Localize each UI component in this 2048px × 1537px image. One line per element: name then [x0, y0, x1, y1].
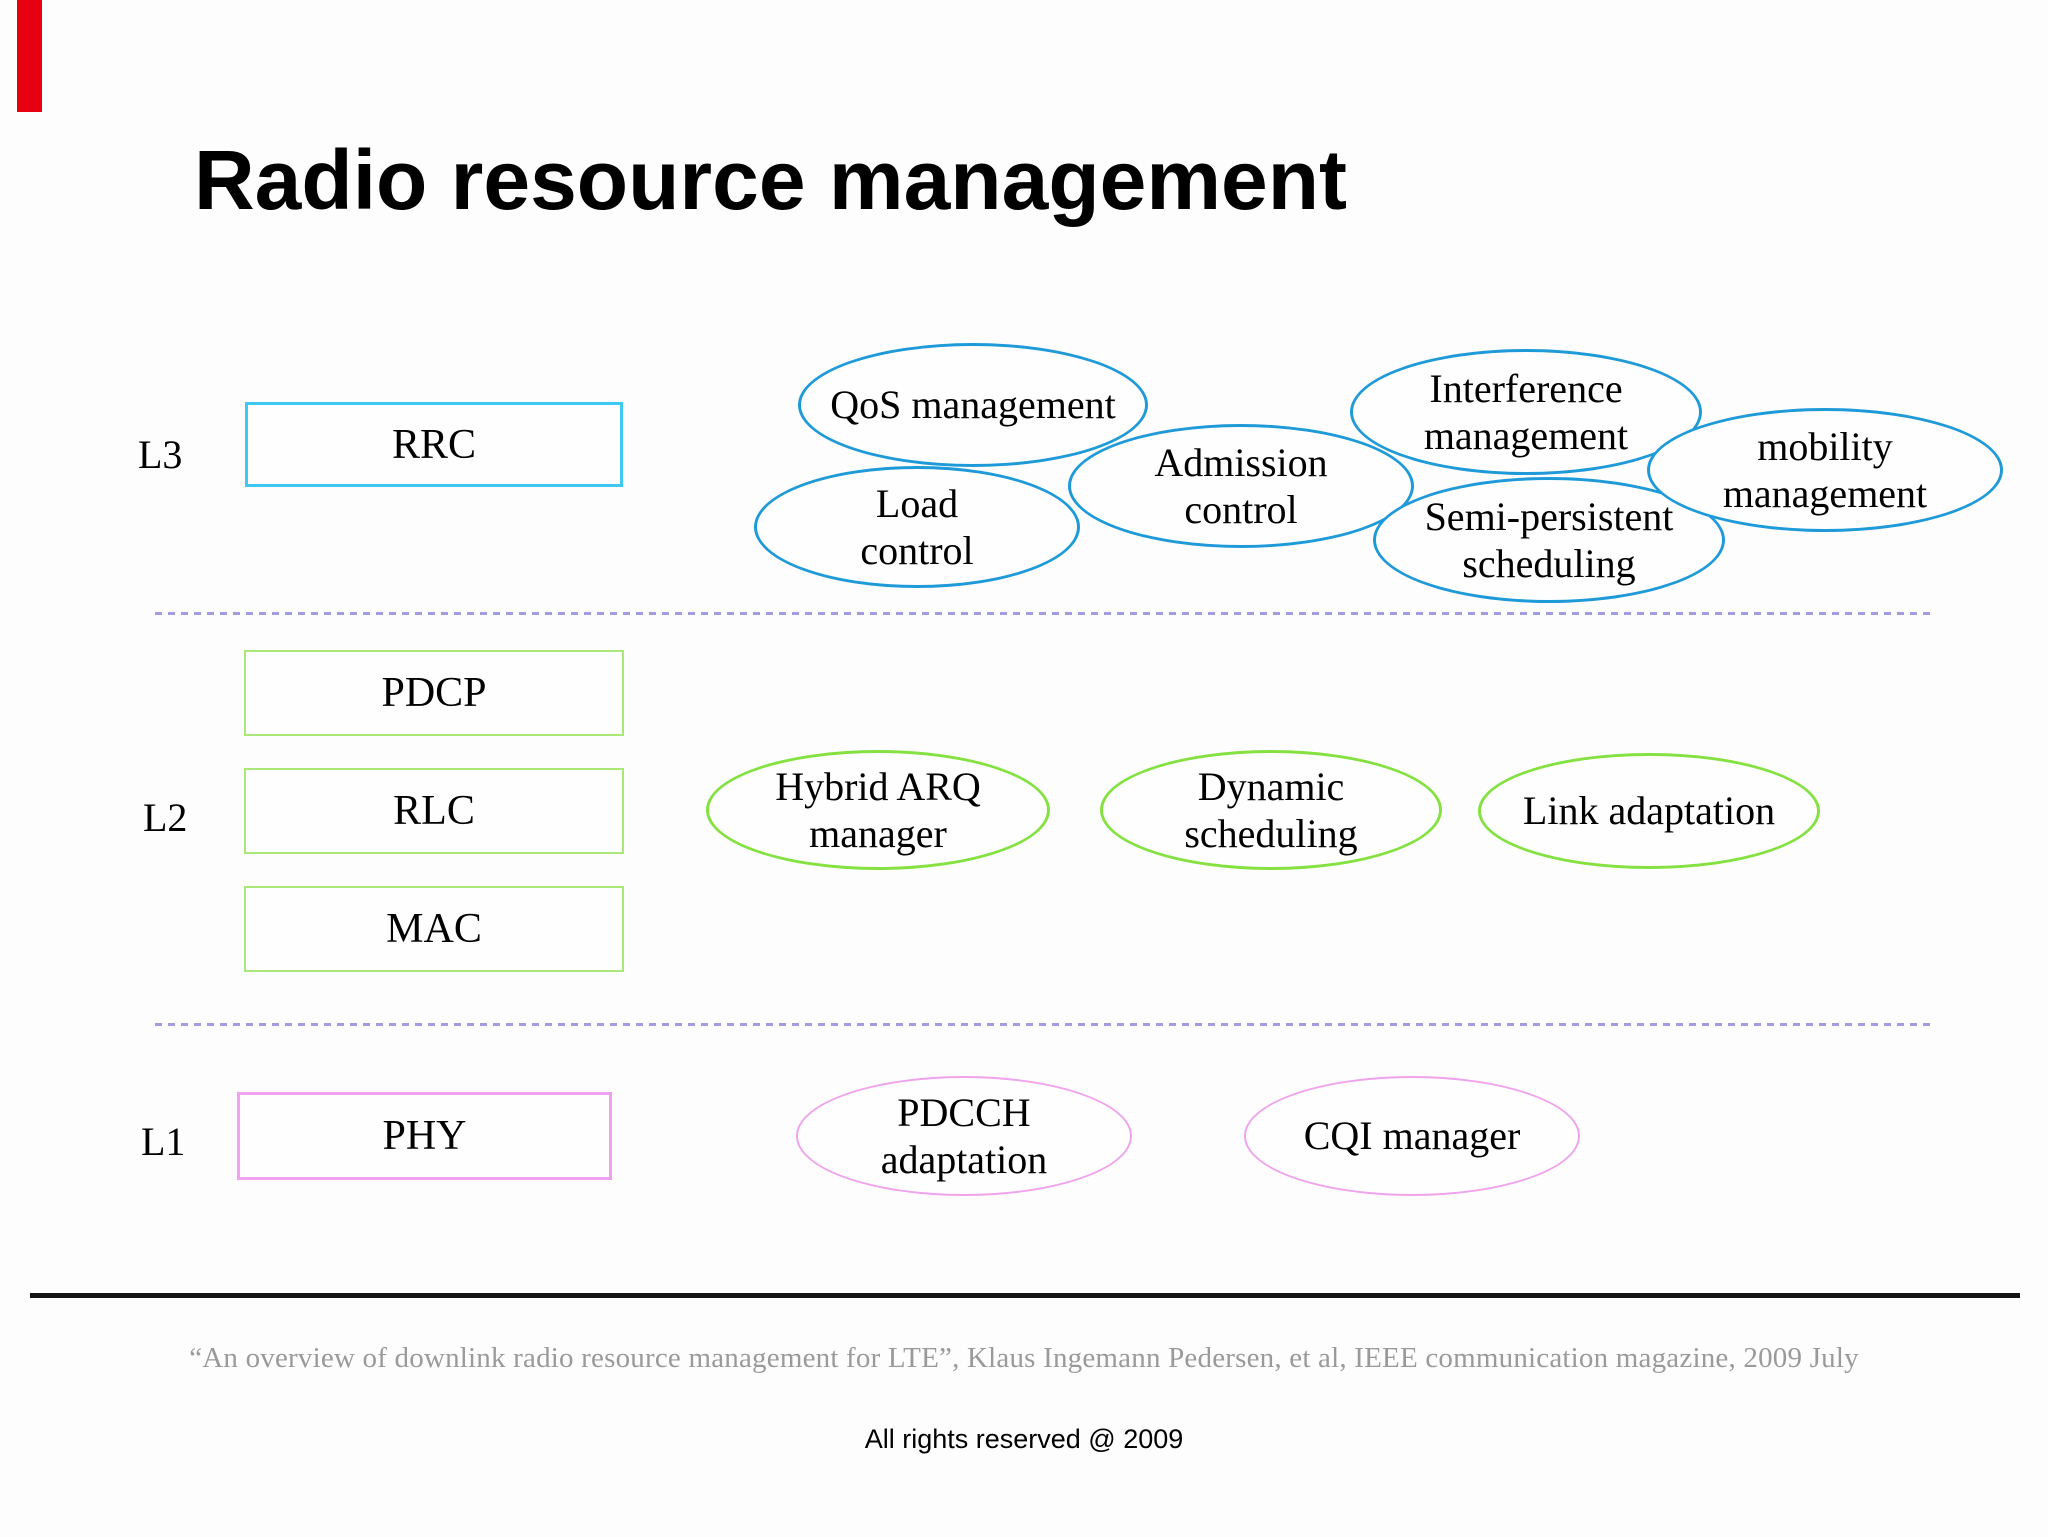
box-mac: MAC: [244, 886, 624, 972]
copyright-text: All rights reserved @ 2009: [864, 1424, 1184, 1454]
ellipse-cqi-manager: CQI manager: [1244, 1076, 1580, 1196]
footer-rule: [30, 1293, 2020, 1298]
box-mac-label: MAC: [386, 906, 482, 952]
box-phy-label: PHY: [382, 1113, 467, 1159]
ellipse-link-adaptation: Link adaptation: [1478, 753, 1820, 869]
box-rlc: RLC: [244, 768, 624, 854]
box-rrc: RRC: [245, 402, 623, 487]
box-pdcp: PDCP: [244, 650, 624, 736]
ellipse-mobility-management: mobility management: [1647, 408, 2003, 532]
ellipse-dynamic-scheduling: Dynamic scheduling: [1100, 750, 1442, 870]
ellipse-pdcch-adaptation: PDCCH adaptation: [796, 1076, 1132, 1196]
box-rlc-label: RLC: [393, 788, 475, 834]
ellipse-hybrid-arq-manager: Hybrid ARQ manager: [706, 750, 1050, 870]
layer-label-l3: L3: [138, 432, 183, 477]
red-ribbon: [17, 0, 42, 112]
slide-title: Radio resource management: [194, 133, 1348, 227]
layer-label-l1: L1: [141, 1119, 186, 1164]
box-phy: PHY: [237, 1092, 612, 1180]
ellipse-interference-management: Interference management: [1350, 349, 1702, 475]
box-pdcp-label: PDCP: [381, 670, 487, 716]
box-rrc-label: RRC: [391, 421, 477, 468]
divider-l2-l1: [155, 1023, 1930, 1026]
layer-label-l2: L2: [143, 795, 188, 840]
ellipse-load-control: Load control: [754, 466, 1080, 588]
ellipse-qos-management: QoS management: [798, 343, 1148, 467]
divider-l3-l2: [155, 612, 1930, 615]
ellipse-admission-control: Admission control: [1068, 424, 1414, 548]
citation-text: “An overview of downlink radio resource …: [189, 1342, 1859, 1374]
